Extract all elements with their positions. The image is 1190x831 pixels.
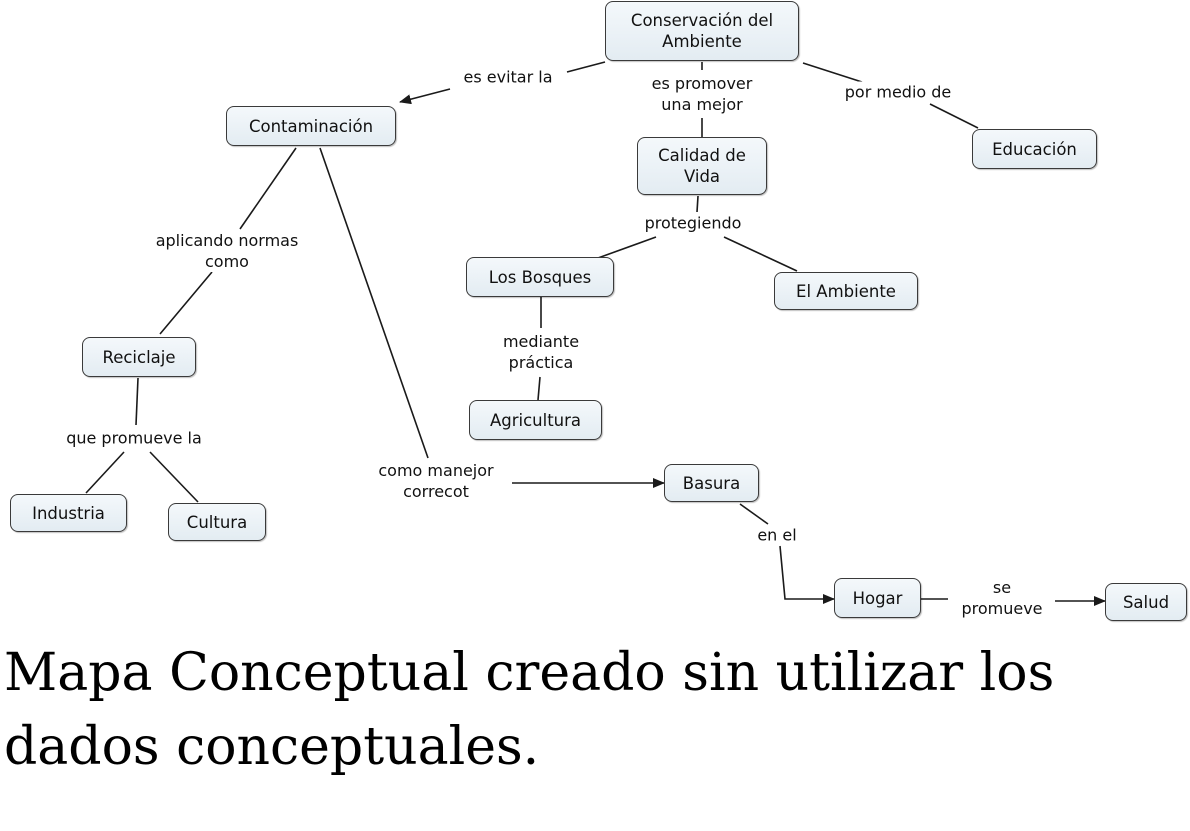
node-calidad-de-vida: Calidad de Vida	[637, 137, 767, 195]
edge-conservacion-medio	[802, 62, 863, 83]
link-protegiendo: protegiendo	[642, 212, 744, 234]
edge-en-el-hogar	[779, 545, 835, 604]
edge-reciclaje-promueve	[135, 377, 139, 426]
node-agricultura: Agricultura	[469, 400, 602, 440]
node-educacion: Educación	[972, 129, 1097, 169]
node-contaminacion: Contaminación	[226, 106, 396, 146]
link-aplicando-normas-como: aplicando normas como	[153, 230, 301, 272]
edge-medio-educacion	[929, 103, 979, 129]
edge-promueve-industria	[85, 451, 125, 494]
edge-evitar-contaminacion	[399, 88, 451, 105]
link-mediante-practica: mediante práctica	[500, 331, 582, 373]
link-se-promueve: se promueve	[959, 577, 1045, 619]
node-conservacion: Conservación del Ambiente	[605, 1, 799, 61]
node-los-bosques: Los Bosques	[466, 257, 614, 297]
node-el-ambiente: El Ambiente	[774, 272, 918, 310]
edge-contaminacion-manejor	[319, 147, 429, 459]
edge-calidad-protegiendo	[696, 195, 699, 213]
edge-conservacion-evitar	[566, 61, 606, 73]
node-reciclaje: Reciclaje	[82, 337, 196, 377]
link-en-el: en el	[755, 524, 799, 546]
link-es-evitar-la: es evitar la	[461, 66, 555, 88]
node-industria: Industria	[10, 494, 127, 532]
node-salud: Salud	[1105, 583, 1187, 621]
caption-text: Mapa Conceptual creado sin utilizar los …	[4, 643, 1055, 777]
node-basura: Basura	[664, 464, 759, 502]
edge-contaminacion-normas	[239, 147, 297, 230]
edge-normas-reciclaje	[159, 271, 213, 335]
edge-basura-en-el	[739, 503, 769, 525]
node-cultura: Cultura	[168, 503, 266, 541]
link-que-promueve-la: que promueve la	[64, 427, 204, 449]
edge-mediante-agricultura	[537, 376, 541, 401]
link-es-promover-una-mejor: es promover una mejor	[649, 73, 755, 115]
edge-promueve-cultura	[149, 451, 199, 503]
link-por-medio-de: por medio de	[842, 81, 954, 103]
edge-protegiendo-bosques	[597, 236, 657, 259]
link-como-manejor-correcot: como manejor correcot	[376, 460, 496, 502]
node-hogar: Hogar	[834, 578, 921, 618]
edge-protegiendo-ambiente	[723, 236, 798, 272]
